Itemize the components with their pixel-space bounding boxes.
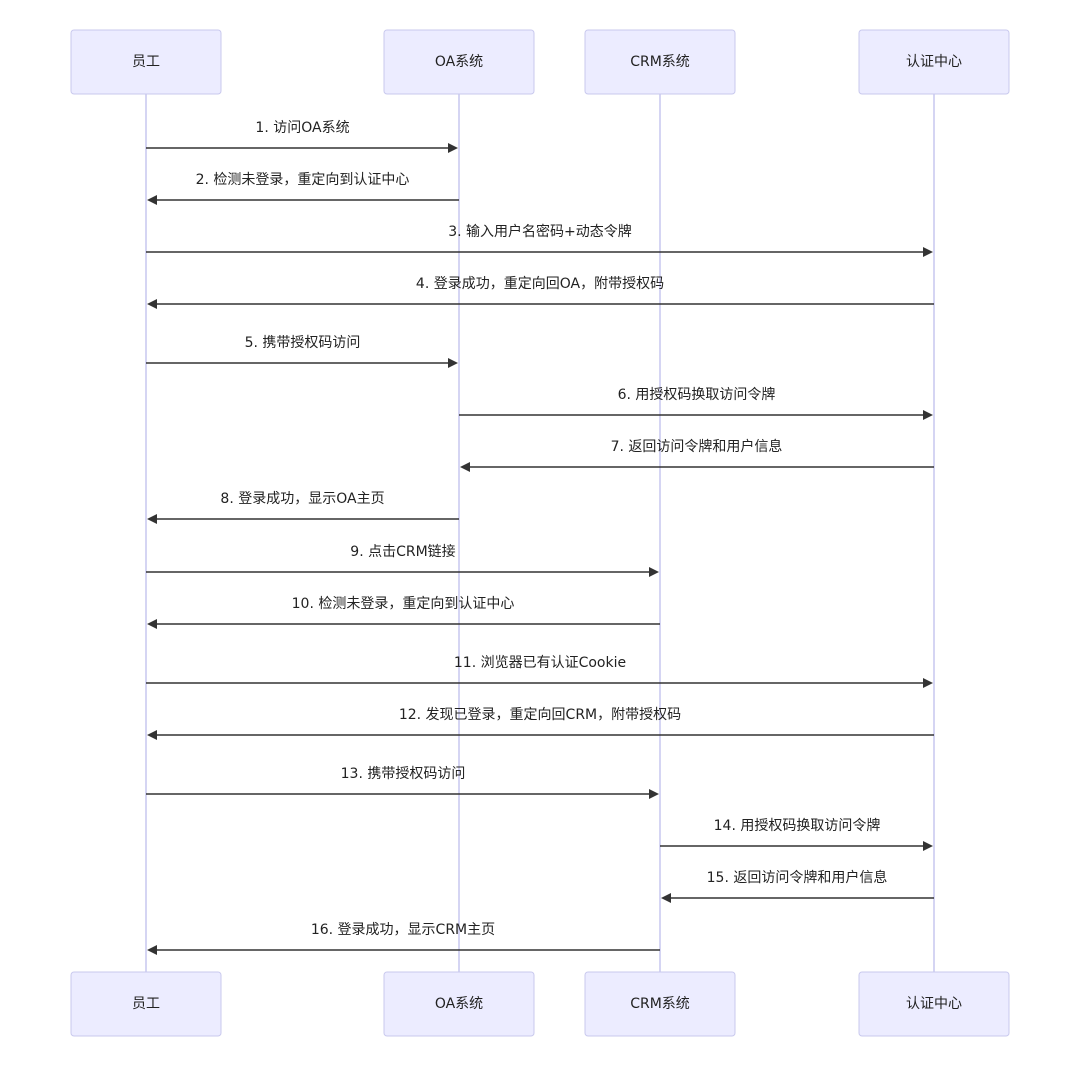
message-3: 3. 输入用户名密码+动态令牌 [146, 223, 933, 257]
actor-box [383, 971, 535, 1037]
arrowhead-icon [923, 841, 933, 851]
actor-label: CRM系统 [630, 996, 690, 1012]
actor-label: OA系统 [435, 996, 483, 1012]
message-label: 8. 登录成功，显示OA主页 [220, 491, 384, 507]
arrowhead-icon [649, 567, 659, 577]
message-label: 4. 登录成功，重定向回OA，附带授权码 [416, 276, 664, 292]
message-9: 9. 点击CRM链接 [146, 543, 659, 577]
actor-box [584, 29, 736, 95]
message-label: 7. 返回访问令牌和用户信息 [611, 438, 783, 455]
arrowhead-icon [460, 462, 470, 472]
arrowhead-icon [448, 143, 458, 153]
message-label: 12. 发现已登录，重定向回CRM，附带授权码 [399, 707, 681, 723]
arrowhead-icon [649, 789, 659, 799]
arrowhead-icon [147, 299, 157, 309]
arrowhead-icon [923, 410, 933, 420]
arrowhead-icon [147, 619, 157, 629]
message-7: 7. 返回访问令牌和用户信息 [460, 438, 934, 472]
actor-box [858, 971, 1010, 1037]
message-4: 4. 登录成功，重定向回OA，附带授权码 [147, 276, 934, 309]
actor-box [70, 29, 222, 95]
arrowhead-icon [147, 730, 157, 740]
arrowhead-icon [923, 247, 933, 257]
lifelines [145, 94, 935, 972]
message-label: 2. 检测未登录，重定向到认证中心 [196, 172, 410, 188]
actor-label: 认证中心 [906, 54, 962, 70]
message-label: 11. 浏览器已有认证Cookie [454, 655, 626, 671]
message-6: 6. 用授权码换取访问令牌 [459, 386, 933, 420]
actors-bottom: 员工 OA系统 CRM系统 认证中心 [70, 971, 1010, 1037]
actor-bottom-employee: 员工 [70, 971, 222, 1037]
actor-bottom-crm: CRM系统 [584, 971, 736, 1037]
message-13: 13. 携带授权码访问 [146, 766, 659, 799]
actor-label: 认证中心 [906, 996, 962, 1012]
message-label: 13. 携带授权码访问 [341, 766, 466, 782]
actor-box [383, 29, 535, 95]
message-1: 1. 访问OA系统 [146, 120, 458, 153]
message-14: 14. 用授权码换取访问令牌 [660, 817, 933, 851]
message-16: 16. 登录成功，显示CRM主页 [147, 922, 660, 955]
message-label: 1. 访问OA系统 [255, 120, 349, 136]
actor-top-auth: 认证中心 [858, 29, 1010, 95]
actor-bottom-oa: OA系统 [383, 971, 535, 1037]
arrowhead-icon [923, 678, 933, 688]
message-label: 15. 返回访问令牌和用户信息 [707, 869, 888, 886]
actors-top: 员工 OA系统 CRM系统 认证中心 [70, 29, 1010, 95]
message-12: 12. 发现已登录，重定向回CRM，附带授权码 [147, 707, 934, 740]
message-label: 16. 登录成功，显示CRM主页 [311, 922, 495, 938]
actor-label: CRM系统 [630, 54, 690, 70]
message-8: 8. 登录成功，显示OA主页 [147, 491, 459, 524]
message-label: 5. 携带授权码访问 [245, 335, 361, 351]
arrowhead-icon [661, 893, 671, 903]
message-11: 11. 浏览器已有认证Cookie [146, 655, 933, 688]
actor-box [584, 971, 736, 1037]
actor-bottom-auth: 认证中心 [858, 971, 1010, 1037]
actor-top-crm: CRM系统 [584, 29, 736, 95]
actor-top-employee: 员工 [70, 29, 222, 95]
message-label: 3. 输入用户名密码+动态令牌 [448, 223, 632, 240]
message-2: 2. 检测未登录，重定向到认证中心 [147, 172, 459, 205]
arrowhead-icon [147, 514, 157, 524]
actor-label: 员工 [132, 54, 160, 70]
message-label: 10. 检测未登录，重定向到认证中心 [292, 596, 515, 612]
message-label: 6. 用授权码换取访问令牌 [618, 386, 776, 403]
actor-top-oa: OA系统 [383, 29, 535, 95]
arrowhead-icon [147, 945, 157, 955]
message-10: 10. 检测未登录，重定向到认证中心 [147, 596, 660, 629]
actor-box [858, 29, 1010, 95]
message-15: 15. 返回访问令牌和用户信息 [661, 869, 934, 903]
message-label: 14. 用授权码换取访问令牌 [714, 817, 881, 834]
actor-box [70, 971, 222, 1037]
arrowhead-icon [147, 195, 157, 205]
actor-label: OA系统 [435, 54, 483, 70]
messages: 1. 访问OA系统 2. 检测未登录，重定向到认证中心 3. 输入用户名密码+动态令… [146, 120, 934, 955]
arrowhead-icon [448, 358, 458, 368]
actor-label: 员工 [132, 996, 160, 1012]
message-5: 5. 携带授权码访问 [146, 335, 458, 368]
message-label: 9. 点击CRM链接 [350, 543, 455, 560]
